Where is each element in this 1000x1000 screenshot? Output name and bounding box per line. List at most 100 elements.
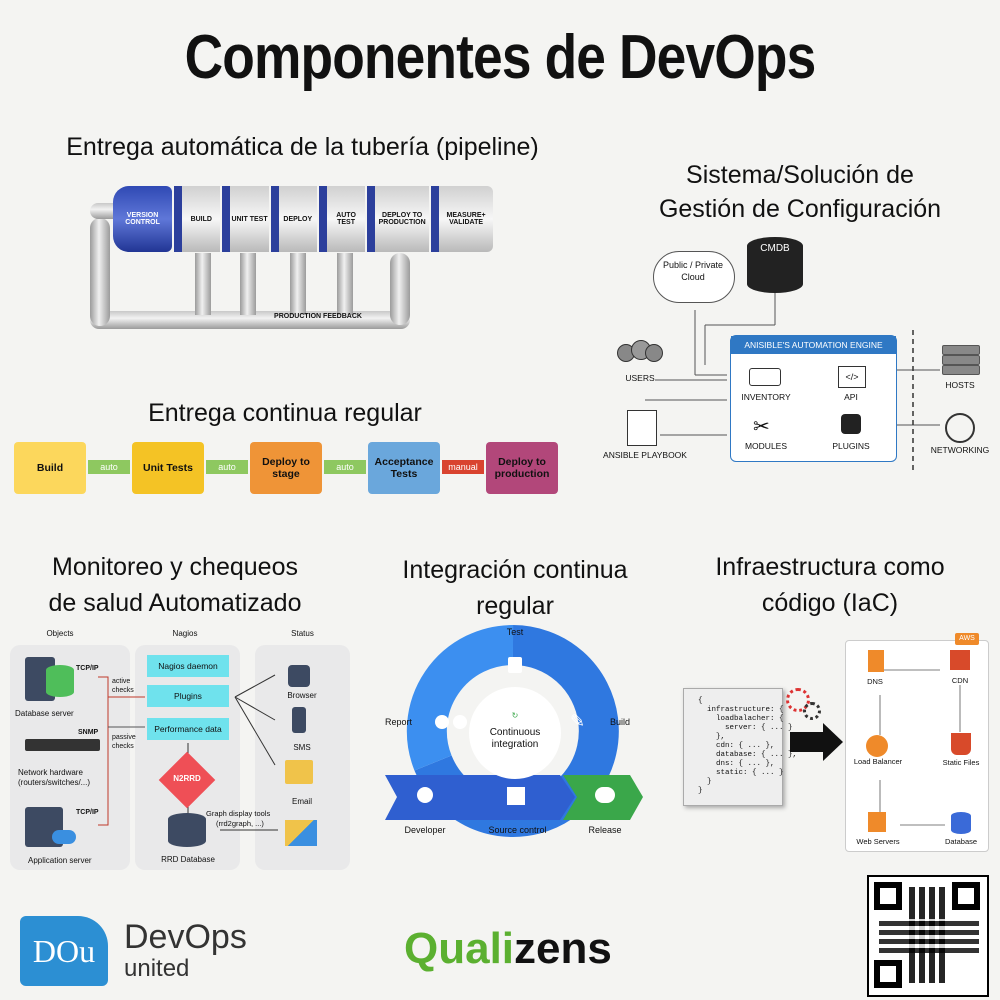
cloud-icon: [653, 251, 735, 303]
users-label: USERS: [625, 373, 655, 383]
source-control-icon: [507, 787, 525, 805]
lb-label: Load Balancer: [853, 757, 903, 766]
wrench-icon: ✎: [570, 711, 586, 731]
nagios-lines: [98, 674, 278, 831]
aws-lines: [879, 669, 961, 826]
cd-step-deploy-stage: Deploy to stage: [250, 442, 322, 494]
plugins-box: Plugins: [147, 685, 229, 707]
zens-text: zens: [514, 924, 612, 973]
cdn-label: CDN: [951, 676, 969, 685]
snmp-label: SNMP: [78, 729, 99, 736]
browser-label: Browser: [287, 691, 317, 700]
chart-icon: [285, 820, 317, 846]
ci-title-2: regular: [476, 592, 554, 620]
cmdb-icon: [747, 237, 803, 293]
ci-developer-label: Developer: [404, 825, 446, 835]
iac-diagram: { infrastructure: { loadbalacher: { serv…: [683, 630, 993, 855]
ci-diagram: ↻ Continuous integration Test Report Bui…: [385, 625, 645, 845]
api-icon: </>: [838, 366, 866, 388]
load-balancer-icon: [866, 735, 888, 757]
arrow-right-icon: [823, 723, 843, 761]
stage-unit-test: UNIT TEST: [222, 186, 269, 252]
plugins-label: PLUGINS: [832, 441, 870, 451]
cd-arrow-auto: auto: [88, 460, 130, 474]
arrow-body: [790, 732, 825, 752]
performance-data-box: Performance data: [147, 718, 229, 740]
refresh-icon: ↻: [511, 711, 519, 720]
ci-source-label: Source control: [488, 825, 547, 835]
net-hw-sub: (routers/switches/...): [18, 778, 91, 787]
monitor-title-1: Monitoreo y chequeos: [52, 553, 298, 581]
stage-measure-validate: MEASURE+ VALIDATE: [431, 186, 493, 252]
upload-icon: [595, 787, 615, 803]
code-block: { infrastructure: { loadbalacher: { serv…: [698, 697, 798, 795]
clipboard-icon: [508, 657, 522, 673]
hosts-icon: [942, 355, 980, 365]
networking-label: NETWORKING: [930, 445, 990, 455]
pipeline-diagram: PRODUCTION FEEDBACK VERSION CONTROL BUIL…: [85, 183, 515, 343]
email-label: Email: [291, 797, 312, 806]
stage-deploy-production: DEPLOY TO PRODUCTION: [367, 186, 430, 252]
dns-label: DNS: [867, 677, 883, 686]
dou-logo: DOu: [20, 916, 108, 986]
stage-deploy: DEPLOY: [270, 186, 317, 252]
database-icon: [46, 665, 74, 697]
users-icon: [615, 340, 665, 370]
col-objects: Objects: [46, 629, 74, 638]
cd-arrow-auto: auto: [206, 460, 248, 474]
cd-step-deploy-production: Deploy to production: [486, 442, 558, 494]
cd-arrow-manual: manual: [442, 460, 484, 474]
ci-test-label: Test: [506, 627, 524, 637]
db-label: Database: [944, 837, 978, 846]
developer-icon: [417, 787, 433, 803]
return-pipe: [90, 218, 110, 326]
graph-tools-label: Graph display tools: [206, 809, 271, 818]
devops-text: DevOps: [124, 918, 247, 956]
nagios-diagram: Objects Nagios Status TCP/IP Database se…: [10, 625, 355, 875]
database-icon: [951, 812, 971, 834]
check-icon: [435, 715, 449, 729]
cd-flow: Build auto Unit Tests auto Deploy to sta…: [14, 442, 559, 496]
stage-version-control: VERSION CONTROL: [113, 186, 173, 252]
cd-step-build: Build: [14, 442, 86, 494]
quali-text: Quali: [404, 924, 515, 973]
cd-arrow-auto: auto: [324, 460, 366, 474]
tcpip-label: TCP/IP: [76, 809, 99, 816]
phone-icon: [292, 707, 306, 733]
feedback-pipe: [90, 311, 410, 329]
pipeline-title: Entrega automática de la tubería (pipeli…: [66, 133, 539, 161]
nagios-daemon-box: Nagios daemon: [147, 655, 229, 677]
dns-icon: [868, 650, 884, 672]
web-label: Web Servers: [856, 837, 900, 846]
static-label: Static Files: [942, 758, 980, 767]
qualizens-logo: Qualizens: [404, 924, 612, 974]
plugins-icon: [841, 414, 861, 434]
modules-label: MODULES: [744, 441, 788, 451]
active-checks-label: active checks: [112, 678, 134, 694]
monitor-title-2: de salud Automatizado: [48, 589, 302, 617]
ci-report-label: Report: [385, 717, 413, 727]
x-icon: [453, 715, 467, 729]
stage-row: VERSION CONTROL BUILD UNIT TEST DEPLOY A…: [113, 186, 493, 252]
playbook-label: ANSIBLE PLAYBOOK: [603, 450, 687, 460]
playbook-icon: [627, 410, 657, 446]
rrd-label: RRD Database: [161, 855, 215, 864]
api-label: API: [844, 392, 858, 402]
col-nagios: Nagios: [172, 629, 198, 638]
stage-build: BUILD: [174, 186, 221, 252]
drop-pipe: [337, 253, 353, 315]
hosts-icon: [942, 365, 980, 375]
drop-pipe: [240, 253, 256, 315]
browser-icon: [288, 665, 310, 687]
rrd-database-icon: [168, 813, 206, 847]
iac-title-2: código (IaC): [761, 589, 899, 617]
united-text: united: [124, 955, 190, 982]
ci-release-label: Release: [588, 825, 622, 835]
cloud-label: Public / Private Cloud: [662, 260, 724, 282]
code-card: { infrastructure: { loadbalacher: { serv…: [683, 688, 798, 806]
stage-auto-test: AUTO TEST: [318, 186, 366, 252]
passive-checks-label: passive checks: [112, 734, 136, 750]
gear-icon: [803, 702, 821, 720]
cd-title: Entrega continua regular: [148, 399, 422, 427]
db-server-label: Database server: [15, 709, 74, 718]
